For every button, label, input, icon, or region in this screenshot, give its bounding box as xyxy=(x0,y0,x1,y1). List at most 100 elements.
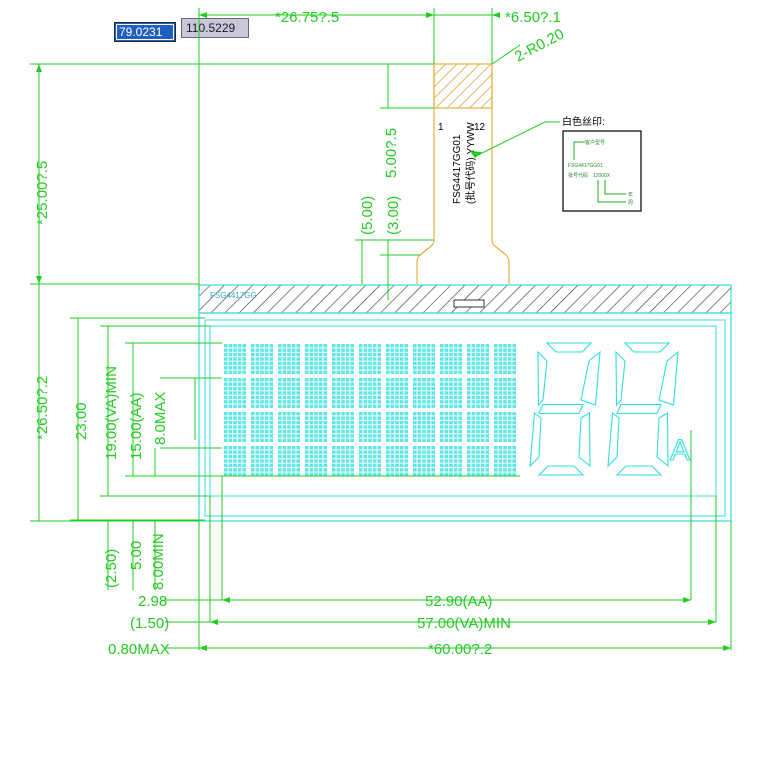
digit-2-segment xyxy=(615,465,663,476)
glass-ledge: FSG4417GG xyxy=(198,284,732,314)
silkscreen-week: 周 xyxy=(628,200,633,206)
silkscreen-part: FSG4417GG01 xyxy=(568,163,603,169)
dot-matrix-area xyxy=(224,344,516,476)
matrix-char-cell xyxy=(494,446,516,476)
matrix-char-cell xyxy=(224,344,246,374)
dim-3: (3.00) xyxy=(385,196,402,235)
matrix-char-cell xyxy=(440,446,462,476)
matrix-char-cell xyxy=(359,412,381,442)
dim-height-total: *26.50?.2 xyxy=(34,376,51,440)
dim-aa-height: 15.00(AA) xyxy=(128,392,145,460)
matrix-char-cell xyxy=(440,378,462,408)
dim-5-00: 5.00 xyxy=(128,541,145,570)
matrix-char-cell xyxy=(224,412,246,442)
dim-fpc-tail: 5.00?.5 xyxy=(383,128,400,178)
matrix-char-cell xyxy=(332,446,354,476)
digit-2-segment xyxy=(623,342,671,353)
fpc-pin-last: 12 xyxy=(474,122,486,133)
digit-2-segment xyxy=(658,350,679,406)
matrix-char-cell xyxy=(332,378,354,408)
dim-left-298: 2.98 xyxy=(138,593,167,610)
lcd-glass xyxy=(198,312,732,522)
dim-height-23: 23.00 xyxy=(73,402,90,440)
matrix-char-cell xyxy=(305,412,327,442)
fpc-pin-first: 1 xyxy=(438,122,444,133)
matrix-char-cell xyxy=(359,344,381,374)
digit-1-segment xyxy=(545,342,593,353)
x-coordinate-field[interactable]: 79.0231 xyxy=(114,22,176,42)
dim-total-width: *60.00?.2 xyxy=(428,641,492,658)
matrix-char-cell xyxy=(359,378,381,408)
fpc-date-label: (批号代码) YYWW xyxy=(464,122,477,204)
matrix-char-cell xyxy=(467,344,489,374)
dimension-lines xyxy=(30,8,732,650)
dimension-arrows xyxy=(36,12,731,651)
matrix-char-cell xyxy=(251,344,273,374)
digit-1-segment xyxy=(529,411,542,468)
dim-fpc-width: *6.50?.1 xyxy=(505,9,561,26)
matrix-char-cell xyxy=(413,344,435,374)
seven-segment-digits xyxy=(529,342,679,476)
silkscreen-title: 白色丝印: xyxy=(562,115,605,128)
unit-symbol: A xyxy=(670,434,690,467)
matrix-char-cell xyxy=(359,446,381,476)
matrix-char-cell xyxy=(386,344,408,374)
matrix-char-cell xyxy=(251,378,273,408)
dim-char-height: 8.00MIN xyxy=(150,533,167,590)
y-coordinate-field[interactable]: 110.5229 xyxy=(181,18,249,38)
matrix-char-cell xyxy=(440,412,462,442)
matrix-char-cell xyxy=(494,378,516,408)
digit-1-segment xyxy=(537,465,585,476)
dim-fpc-total: *25.00?.5 xyxy=(34,161,51,225)
matrix-char-cell xyxy=(332,412,354,442)
matrix-char-cell xyxy=(467,412,489,442)
matrix-char-cell xyxy=(224,446,246,476)
fpc-outline xyxy=(416,64,510,284)
matrix-char-cell xyxy=(494,344,516,374)
dim-va-height: 19.00(VA)MIN xyxy=(103,366,120,460)
digit-2-segment xyxy=(615,350,626,407)
dim-aa-width: 52.90(AA) xyxy=(425,593,493,610)
matrix-char-cell xyxy=(413,378,435,408)
digit-1-segment xyxy=(537,350,548,407)
dim-digit-height: 8.0MAX xyxy=(152,392,169,445)
digit-1-segment xyxy=(580,350,601,406)
matrix-char-cell xyxy=(467,446,489,476)
fpc-stiffener xyxy=(433,63,493,109)
matrix-char-cell xyxy=(278,412,300,442)
matrix-char-cell xyxy=(440,344,462,374)
silkscreen-customer: 客户型号 xyxy=(585,139,605,146)
matrix-char-cell xyxy=(332,344,354,374)
matrix-char-cell xyxy=(278,344,300,374)
dim-2-50: (2.50) xyxy=(103,549,120,588)
silkscreen-batch-code: 12000X xyxy=(593,173,611,179)
matrix-char-cell xyxy=(386,412,408,442)
digit-1-segment xyxy=(538,403,584,415)
silkscreen-batch-label: 批号代码 xyxy=(568,172,588,179)
matrix-char-cell xyxy=(386,446,408,476)
silkscreen-box xyxy=(562,130,642,212)
digit-2-segment xyxy=(656,412,669,468)
dim-left-150: (1.50) xyxy=(130,615,169,632)
dim-fpc-radius: 2-R0.20 xyxy=(512,25,567,65)
matrix-char-cell xyxy=(305,378,327,408)
matrix-char-cell xyxy=(305,446,327,476)
dim-fpc-offset: *26.75?.5 xyxy=(275,9,339,26)
fpc-cable: 1 12 FSG4417GG01 (批号代码) YYWW xyxy=(416,63,510,284)
matrix-char-cell xyxy=(386,378,408,408)
matrix-char-cell xyxy=(413,446,435,476)
dim-va-width: 57.00(VA)MIN xyxy=(417,615,511,632)
dim-5: (5.00) xyxy=(359,196,376,235)
matrix-char-cell xyxy=(413,412,435,442)
matrix-char-cell xyxy=(278,378,300,408)
digit-1-segment xyxy=(578,412,591,468)
digit-2-segment xyxy=(616,403,662,415)
dimension-labels: *26.75?.5 *6.50?.1 2-R0.20 5.00?.5 (5.00… xyxy=(34,9,567,658)
digit-2-segment xyxy=(607,411,620,468)
matrix-char-cell xyxy=(494,412,516,442)
matrix-char-cell xyxy=(305,344,327,374)
fpc-part-label: FSG4417GG01 xyxy=(452,134,463,204)
matrix-char-cell xyxy=(467,378,489,408)
matrix-char-cell xyxy=(278,446,300,476)
